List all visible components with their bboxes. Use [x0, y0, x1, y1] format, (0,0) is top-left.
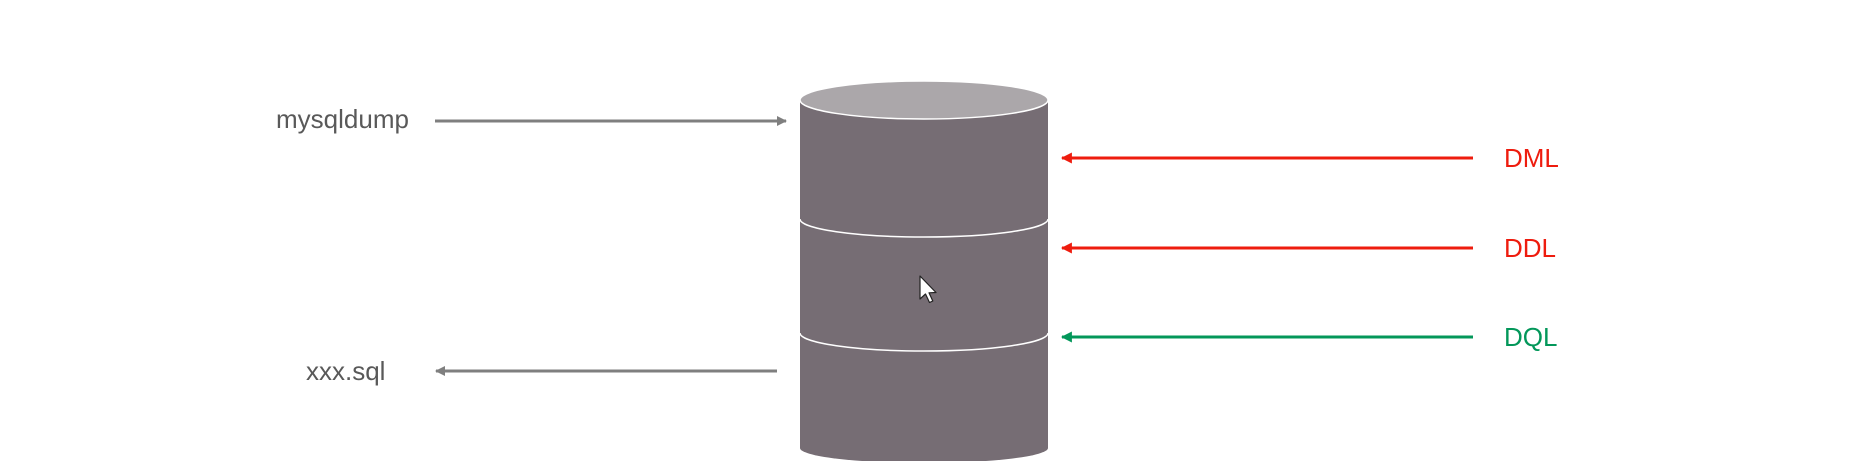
- dql-label: DQL: [1504, 322, 1557, 352]
- mouse-pointer-icon: [919, 275, 937, 304]
- mysqldump-label: mysqldump: [276, 104, 409, 134]
- ddl-label: DDL: [1504, 233, 1556, 263]
- dml-label: DML: [1504, 143, 1559, 173]
- database-cylinder-icon: [799, 80, 1049, 461]
- cylinder-top: [799, 80, 1049, 120]
- cylinder-seam-1: [799, 218, 1049, 238]
- xxx-sql-label: xxx.sql: [306, 356, 385, 386]
- cylinder-seam-2: [799, 332, 1049, 352]
